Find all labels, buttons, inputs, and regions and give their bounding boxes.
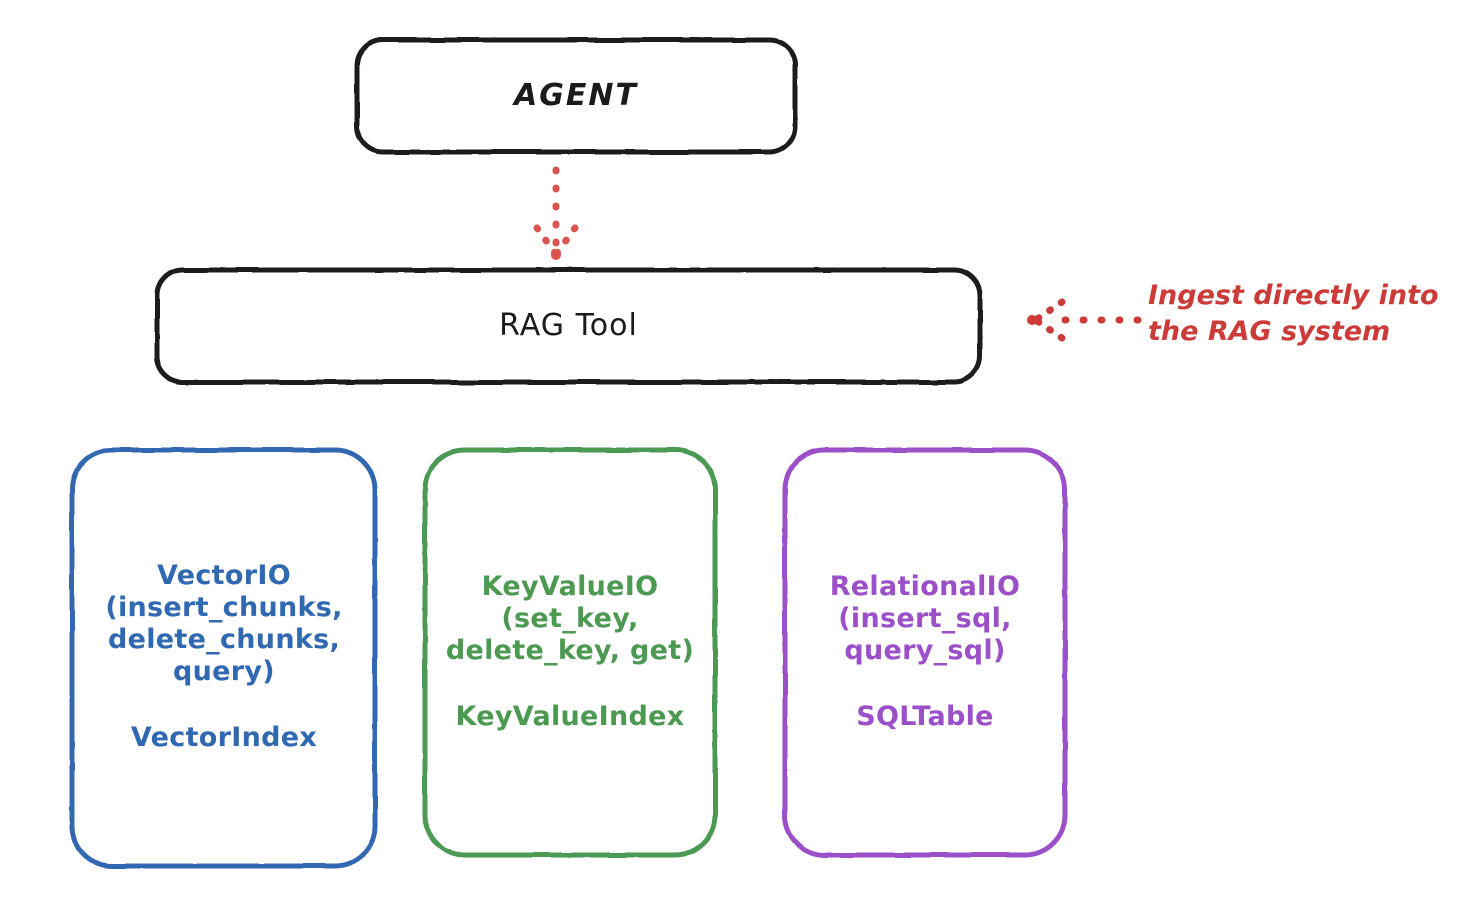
keyvalue-store-node-box[interactable] <box>422 447 718 858</box>
agent-to-rag-arrowhead-left <box>533 224 559 257</box>
ingest-arrowhead-bottom <box>1033 317 1066 342</box>
ingest-arrowhead-top <box>1033 298 1066 323</box>
agent-to-rag-arrow-tip <box>551 250 561 260</box>
vector-store-node-box[interactable] <box>69 447 378 869</box>
relational-store-box-outline <box>782 447 1068 858</box>
rag-tool-box-outline <box>154 267 983 385</box>
agent-to-rag-connector <box>533 166 579 260</box>
ingest-arrow-connector <box>1027 298 1142 342</box>
rag-tool-node-box[interactable] <box>154 267 983 385</box>
relational-store-node-box[interactable] <box>782 447 1068 858</box>
ingest-annotation-text: Ingest directly into the RAG system <box>1148 280 1439 348</box>
ingest-arrow-tip <box>1027 315 1037 325</box>
agent-box-outline <box>354 37 798 155</box>
agent-to-rag-arrowhead-right <box>553 224 579 257</box>
keyvalue-store-box-outline <box>422 447 718 858</box>
agent-node-box[interactable] <box>354 37 798 155</box>
vector-store-box-outline <box>69 447 378 869</box>
